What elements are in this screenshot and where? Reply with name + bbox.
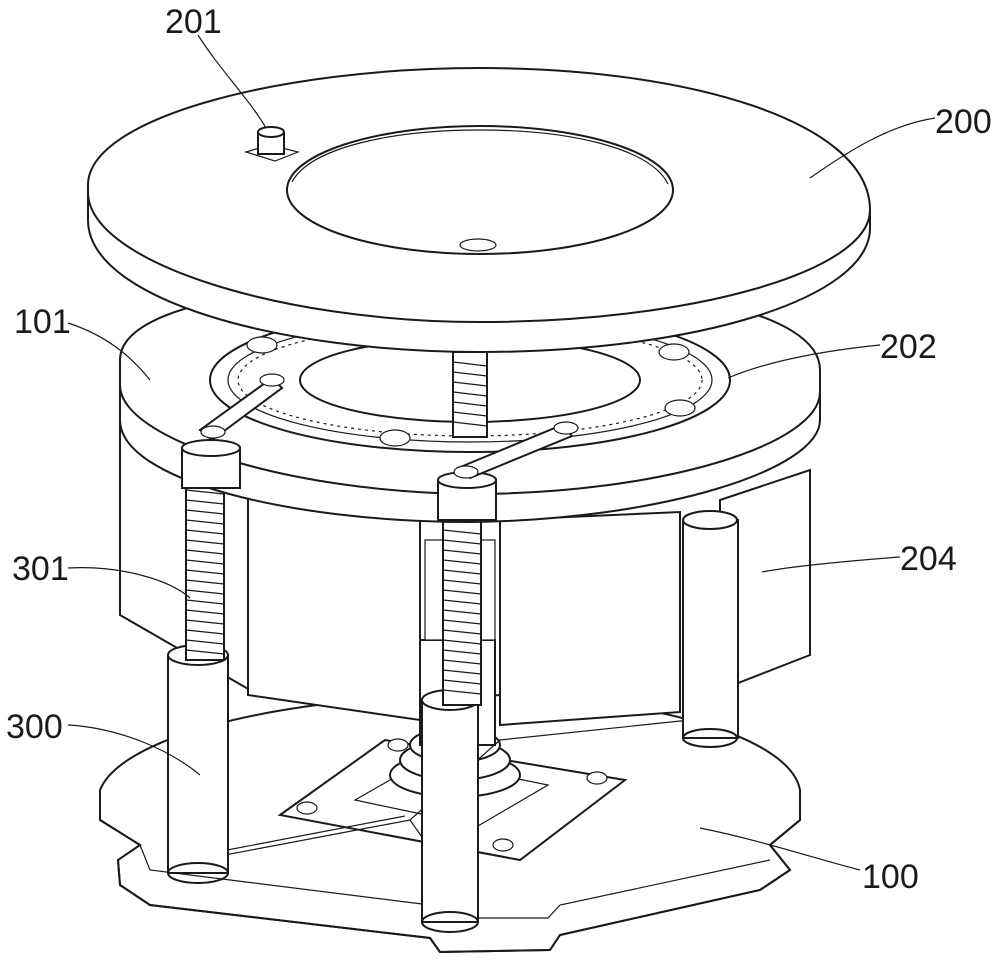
label-202: 202 xyxy=(880,328,937,366)
top-plate-200 xyxy=(88,68,870,352)
label-200: 200 xyxy=(935,103,992,141)
bolt-icon xyxy=(493,839,513,851)
label-201: 201 xyxy=(165,3,222,41)
bolt-icon xyxy=(388,739,408,751)
bolt-icon xyxy=(297,802,317,814)
label-204: 204 xyxy=(900,540,957,578)
gear-icon xyxy=(665,400,695,416)
gear-icon xyxy=(380,430,410,446)
label-101: 101 xyxy=(14,303,71,341)
label-100: 100 xyxy=(862,858,919,896)
label-301: 301 xyxy=(12,550,69,588)
gear-icon xyxy=(659,344,689,360)
bolt-icon xyxy=(587,772,607,784)
label-300: 300 xyxy=(6,708,63,746)
gear-icon xyxy=(247,337,277,353)
